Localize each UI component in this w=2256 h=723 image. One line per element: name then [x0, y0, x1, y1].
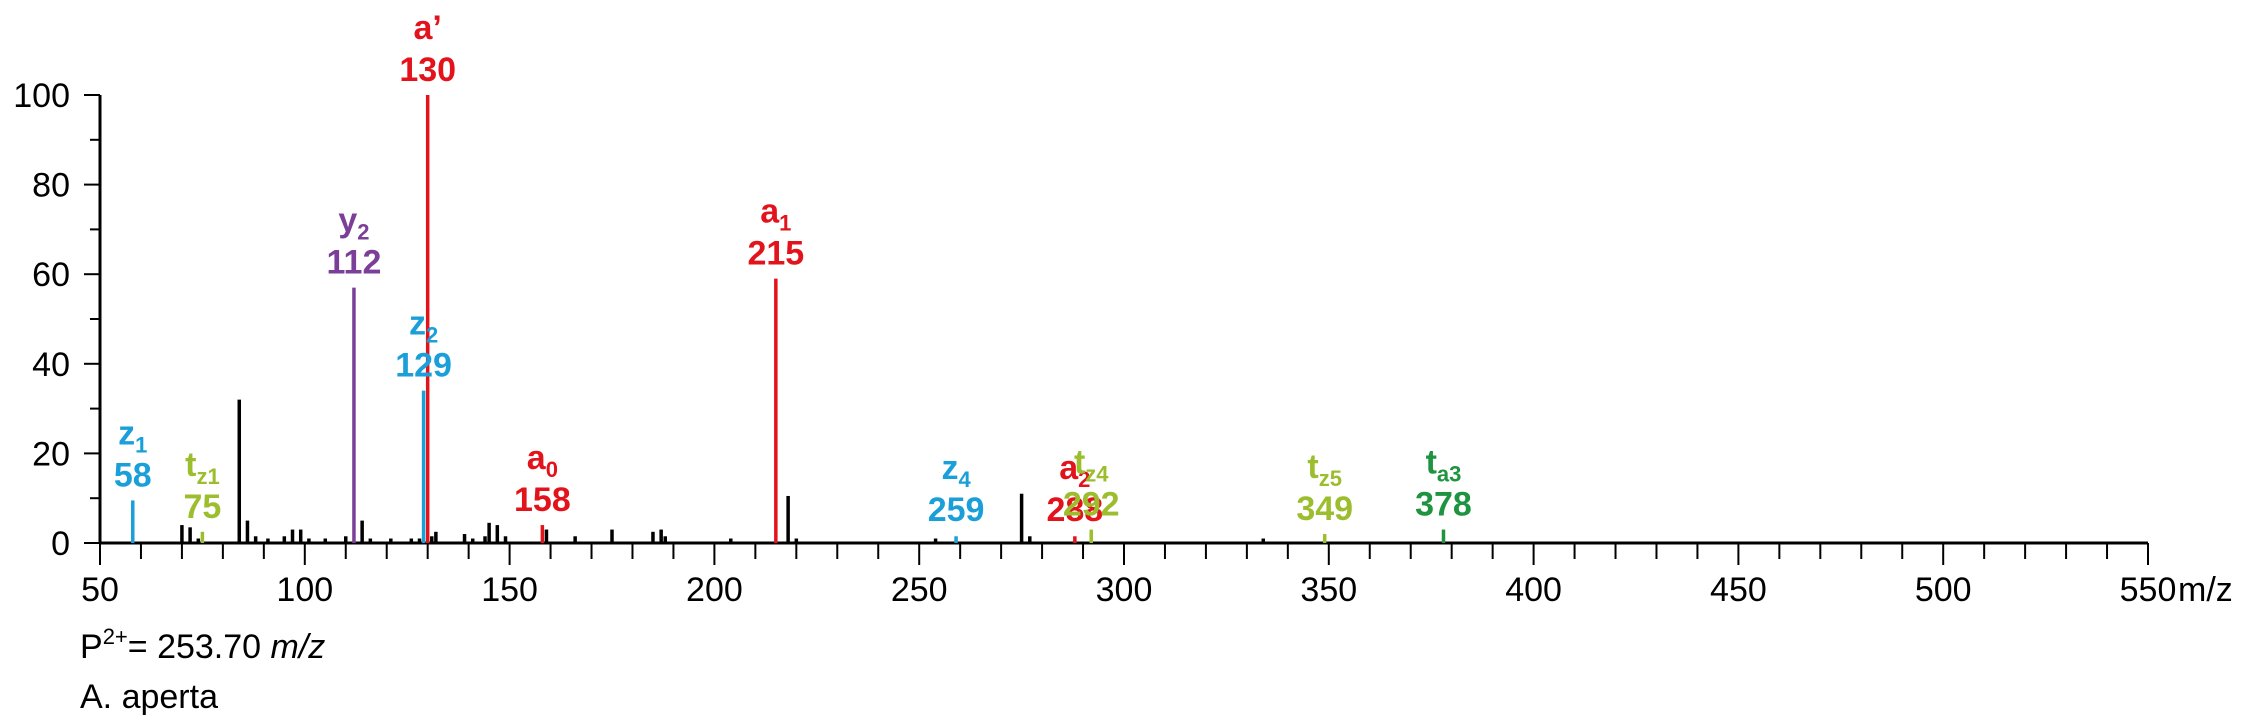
peak-ion-label: ta3: [1426, 444, 1462, 487]
peak-ion-label: z2: [409, 305, 438, 348]
peak-mz-label: 349: [1296, 490, 1353, 528]
peak-mz-label: 158: [514, 481, 571, 519]
peak-mz-label: 378: [1415, 486, 1472, 524]
precursor-value: = 253.70: [127, 628, 271, 666]
peak-mz-label: 58: [114, 456, 152, 494]
ion-letter: z: [118, 414, 135, 452]
precursor-unit: m/z: [270, 628, 326, 666]
ion-subscript: 2: [426, 323, 438, 348]
x-tick-label: 350: [1300, 571, 1357, 609]
peak-ion-label: a’: [414, 9, 442, 47]
x-tick-label: 150: [481, 571, 538, 609]
peak-ion-label: tz5: [1307, 448, 1342, 491]
ion-letter: a: [760, 193, 780, 231]
x-tick-label: 450: [1710, 571, 1767, 609]
precursor-charge: 2+: [102, 624, 128, 649]
ion-letter: y: [338, 202, 357, 240]
ion-letter: t: [1074, 444, 1085, 482]
precursor-prefix: P: [80, 628, 103, 666]
ion-letter: a: [527, 439, 547, 477]
x-unit-label: m/z: [2178, 571, 2233, 609]
ion-letter: t: [1307, 448, 1318, 486]
peak-ion-label: tz1: [185, 446, 220, 489]
chart-peaks: [131, 95, 1446, 543]
ion-subscript: 4: [958, 467, 971, 492]
x-tick-label: 100: [276, 571, 333, 609]
y-tick-label: 20: [32, 435, 70, 473]
ion-letter: z: [409, 305, 426, 343]
ion-letter: t: [1426, 444, 1437, 482]
x-tick-label: 550: [2120, 571, 2177, 609]
y-tick-label: 100: [13, 77, 70, 115]
peak-ion-label: z4: [941, 449, 971, 492]
peak-ion-label: tz4: [1074, 444, 1109, 487]
ion-subscript: 2: [1078, 467, 1090, 492]
ion-subscript: z4: [1085, 462, 1109, 487]
ion-subscript: 1: [779, 211, 791, 236]
peak-ion-label: a1: [760, 193, 791, 236]
y-tick-label: 60: [32, 256, 70, 294]
peak-mz-label: 112: [327, 244, 382, 282]
x-tick-label: 50: [81, 571, 119, 609]
peak-mz-label: 288: [1046, 491, 1103, 529]
y-tick-label: 80: [32, 167, 70, 205]
ion-subscript: a3: [1437, 462, 1461, 487]
x-tick-label: 400: [1505, 571, 1562, 609]
peak-ion-label: y2: [338, 202, 369, 245]
ion-subscript: z1: [196, 464, 219, 489]
peak-ion-label: a0: [527, 439, 558, 482]
peak-mz-label: 130: [399, 51, 456, 89]
x-tick-label: 200: [686, 571, 743, 609]
peak-mz-label: 75: [183, 488, 221, 526]
peak-mz-label: 215: [747, 235, 804, 273]
peak-mz-label: 259: [928, 491, 985, 529]
precursor-note: P2+= 253.70 m/z: [80, 624, 326, 667]
y-tick-label: 40: [32, 346, 70, 384]
species-note: A. aperta: [80, 678, 218, 716]
ion-subscript: 2: [357, 220, 369, 245]
peak-ion-label: a2: [1059, 449, 1090, 492]
chart-peak-labels: 58z175tz1112y2129z2130a’158a0215a1259z42…: [114, 9, 1472, 529]
ion-letter: z: [941, 449, 958, 487]
x-tick-label: 300: [1096, 571, 1153, 609]
ion-letter: a: [1059, 449, 1079, 487]
ion-letter: a’: [414, 9, 442, 47]
peak-mz-label: 129: [395, 347, 452, 385]
ion-subscript: 1: [135, 432, 147, 457]
ion-subscript: 0: [546, 457, 558, 482]
y-tick-label: 0: [51, 525, 70, 563]
ion-letter: t: [185, 446, 196, 484]
x-tick-label: 500: [1915, 571, 1972, 609]
x-tick-label: 250: [891, 571, 948, 609]
ion-subscript: z5: [1319, 466, 1342, 491]
peak-mz-label: 292: [1063, 486, 1120, 524]
peak-ion-label: z1: [118, 414, 147, 457]
